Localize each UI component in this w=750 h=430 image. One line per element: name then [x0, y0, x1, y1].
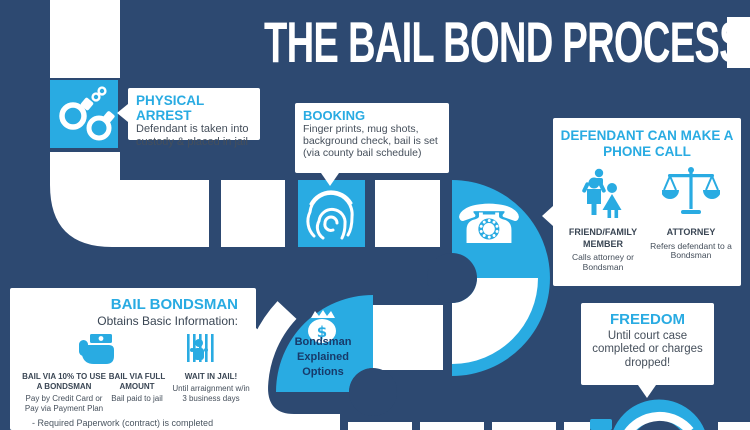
callout-pointer-left	[542, 206, 553, 226]
handcuffs-icon	[59, 86, 115, 141]
option-desc: Calls attorney or Bondsman	[572, 251, 634, 272]
bondsman-turn-tile: $	[276, 295, 397, 416]
callout-body: Finger prints, mug shots, background che…	[303, 123, 438, 160]
jail-bars-icon	[187, 334, 214, 362]
callout-freedom: FREEDOM Until court case completed or ch…	[581, 303, 714, 398]
option-desc: Pay by Credit Card or Pay via Payment Pl…	[24, 394, 104, 413]
option-label: FRIEND/FAMILY MEMBER	[568, 227, 638, 249]
option-label: WAIT IN JAIL!	[184, 372, 238, 381]
callout-title: PHYSICAL ARREST	[136, 93, 205, 123]
callout-pointer-left	[117, 104, 128, 122]
option-attorney: ATTORNEY Refers defendant to a Bondsman	[649, 166, 733, 272]
phone-glyph: ☎	[455, 193, 522, 256]
panel-icons	[79, 334, 214, 364]
callout-booking: BOOKING Finger prints, mug shots, backgr…	[295, 103, 449, 186]
bondsman-option-10-percent: BAIL VIA 10% TO USE A BONDSMAN Pay by Cr…	[22, 372, 106, 414]
title-cursor-block	[727, 17, 750, 68]
option-desc: Bail paid to jail	[111, 394, 163, 403]
callout-title: DEFENDANT CAN MAKE A PHONE CALL	[560, 128, 734, 160]
panel-bail-bondsman: BAIL BONDSMAN Obtains Basic Information:	[10, 288, 267, 430]
panel-subtitle: Obtains Basic Information:	[97, 314, 238, 328]
option-desc: Until arraignment w/in 3 business days	[172, 384, 250, 403]
cash-hand-icon	[79, 334, 114, 364]
callout-pointer-right	[256, 328, 267, 348]
callout-body: Until court case completed or charges dr…	[592, 330, 703, 369]
dollar-glyph: $	[317, 323, 327, 341]
option-label: BAIL VIA FULL AMOUNT	[108, 372, 166, 391]
callout-title: BOOKING	[303, 108, 366, 123]
page-title: THE BAIL BOND PROCESS	[264, 11, 745, 75]
panel-footnote: - Required Paperwork (contract) is compl…	[32, 418, 214, 428]
option-friend-family: FRIEND/FAMILY MEMBER Calls attorney or B…	[561, 166, 645, 272]
path-segment	[50, 0, 750, 430]
callout-pointer-down	[321, 173, 339, 186]
callout-physical-arrest: PHYSICAL ARREST Defendant is taken into …	[117, 88, 260, 148]
option-desc: Refers defendant to a Bondsman	[650, 240, 732, 261]
bondsman-option-full-amount: BAIL VIA FULL AMOUNT Bail paid to jail	[108, 372, 166, 404]
money-bag-icon: $	[308, 310, 336, 343]
callout-body: Defendant is taken into custody & placed…	[136, 123, 249, 148]
bondsman-option-wait-in-jail: WAIT IN JAIL! Until arraignment w/in 3 b…	[170, 372, 252, 404]
scales-icon	[661, 167, 721, 215]
phone-turn-tile	[427, 180, 550, 376]
bondsman-options-label: Bondsman Explained Options	[294, 336, 352, 378]
phone-icon: ☎	[455, 193, 522, 256]
panel-title: BAIL BONDSMAN	[110, 296, 238, 313]
booking-tile	[298, 180, 365, 247]
fingerprint-icon	[306, 190, 354, 240]
arrest-tile	[50, 80, 118, 148]
option-label: BAIL VIA 10% TO USE A BONDSMAN	[22, 372, 106, 391]
callout-title: FREEDOM	[610, 311, 685, 328]
callout-defendant-call: DEFENDANT CAN MAKE A PHONE CALL FRIEND/F…	[542, 118, 741, 286]
family-icon	[582, 169, 622, 219]
callout-pointer-down	[638, 385, 656, 398]
freedom-dove-icon	[590, 399, 705, 430]
option-label: ATTORNEY	[666, 227, 716, 238]
